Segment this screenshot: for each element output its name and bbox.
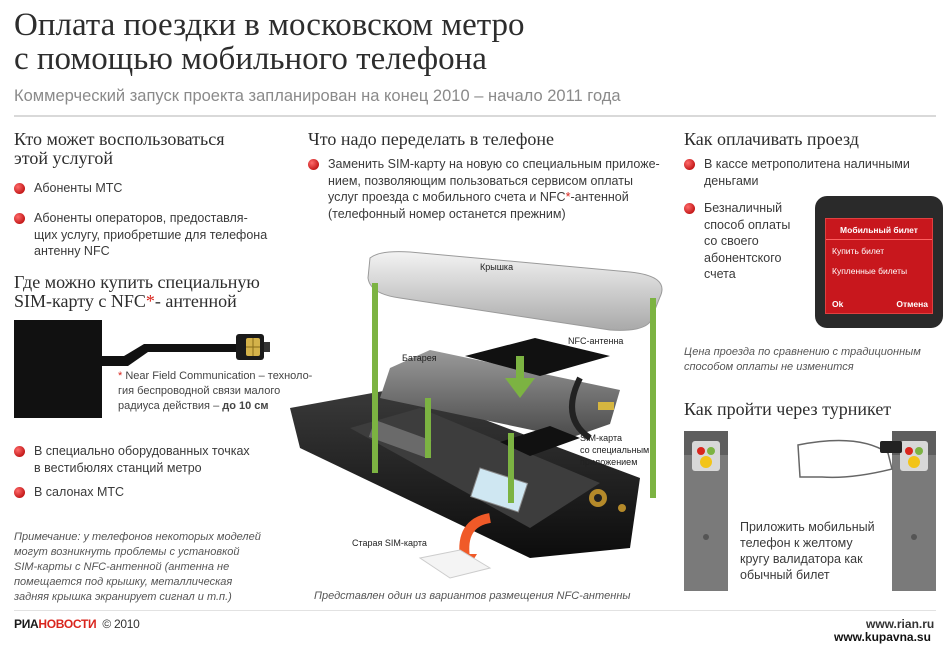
who-heading-line-2: этой услугой [14,148,114,168]
label-battery: Батарея [402,353,437,363]
page-title: Оплата поездки в московском метро с помо… [14,8,714,76]
screen-item-buy[interactable]: Купить билет [832,246,885,256]
page-subtitle: Коммерческий запуск проекта запланирован… [14,87,621,105]
label-nfc-antenna: NFC-антенна [568,336,624,346]
remark-note: Примечание: у телефонов некоторых моделе… [14,531,261,603]
buy-heading-line-1: Где можно купить специальную [14,272,260,292]
label-old-sim: Старая SIM-карта [352,538,427,548]
label-new-sim: SIM-карта со специальным приложением [580,433,650,467]
who-item-mts: Абоненты МТС [14,180,122,197]
nfc-footnote: * Near Field Communication – техноло- ги… [118,370,313,412]
sim-card-illustration [14,320,270,418]
phone-exploded-illustration [290,251,663,579]
price-note: Цена проезда по сравнению с традиционным… [684,346,921,373]
header-divider [14,115,936,117]
phone-screen-mockup: Мобильный билет Купить билет Купленные б… [815,196,943,328]
turnstile-text: Приложить мобильный телефон к желтому кр… [740,520,875,582]
screen-title: Мобильный билет [826,219,932,240]
copyright: © 2010 [102,617,140,631]
pay-heading: Как оплачивать проезд [684,129,859,149]
pay-item-cashless: Безналичный способ оплаты со своего абон… [684,200,790,283]
screen-item-bought[interactable]: Купленные билеты [832,266,908,276]
buy-item-metro: В специально оборудованных точках в вест… [14,443,250,476]
ria-logo: РИАНОВОСТИ © 2010 [14,617,140,631]
label-cover: Крышка [480,262,514,272]
phone-change-item: Заменить SIM-карту на новую со специальн… [308,156,660,222]
phone-heading: Что надо переделать в телефоне [308,129,555,149]
screen-cancel-button[interactable]: Отмена [896,299,928,309]
who-heading: Кто может воспользоваться этой услугой [14,130,224,168]
who-item-others: Абоненты операторов, предоставля- щих ус… [14,210,267,260]
turnstile-illustration [684,431,936,591]
turnstile-heading: Как пройти через турникет [684,399,892,419]
back-cover [367,251,663,331]
buy-heading-line-2: SIM-карту с NFC*- антенной [14,291,237,311]
title-line-2: с помощью мобильного телефона [14,41,487,77]
watermark: www.kupavna.su [834,630,931,644]
phone-caption: Представлен один из вариантов размещения… [314,590,631,602]
title-line-1: Оплата поездки в московском метро [14,7,525,43]
battery [380,350,620,438]
nfc-antenna [465,338,610,376]
site-link[interactable]: www.rian.ru [866,617,935,631]
buy-heading: Где можно купить специальную SIM-карту с… [14,273,260,311]
pay-item-cash: В кассе метрополитена наличными деньгами [684,156,910,189]
footer-divider [14,610,936,611]
buy-item-salons: В салонах МТС [14,484,124,501]
screen-ok-button[interactable]: Ok [832,299,844,309]
phone-screen: Мобильный билет Купить билет Купленные б… [825,218,933,314]
who-heading-line-1: Кто может воспользоваться [14,129,225,149]
